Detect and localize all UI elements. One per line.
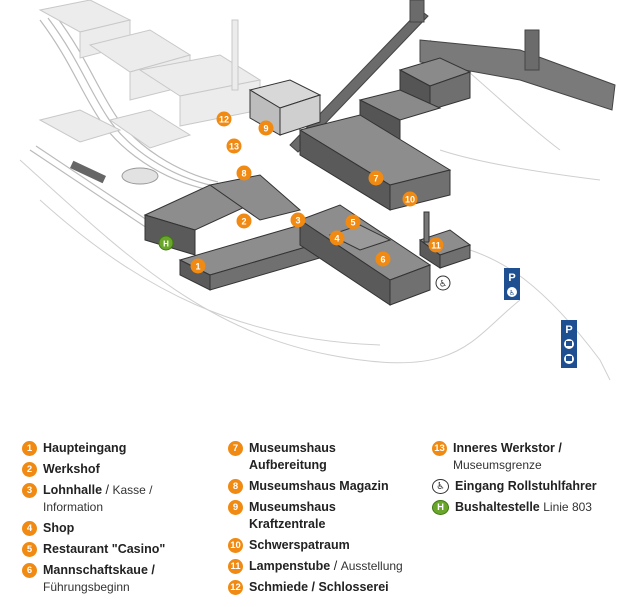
number-badge: 2 <box>22 462 37 477</box>
terrain-lines <box>19 39 611 381</box>
legend-label: Haupteingang <box>43 441 127 455</box>
legend-item: 2 Werkshof <box>22 461 165 478</box>
number-badge: 9 <box>228 500 243 515</box>
svg-text:H: H <box>163 240 169 249</box>
number-badge: 7 <box>228 441 243 456</box>
legend-item: 6 Mannschaftskaue / Führungsbeginn <box>22 562 165 596</box>
legend-item: 3 Lohnhalle / Kasse /Information <box>22 482 165 516</box>
map-marker[interactable]: 9 <box>258 120 274 136</box>
legend-item: 12 Schmiede / Schlosserei <box>228 579 403 596</box>
map-markers: 1 2 3 4 5 6 8 9 10 11 12 13 7 <box>190 111 444 274</box>
wheelchair-icon: ♿ <box>432 479 449 494</box>
legend-label: Lampenstube <box>249 559 331 573</box>
map-marker[interactable]: 7 <box>368 170 384 186</box>
svg-text:♿: ♿ <box>439 280 447 290</box>
map-marker[interactable]: 13 <box>226 138 242 154</box>
map-marker[interactable]: 3 <box>290 212 306 228</box>
turntable <box>121 167 159 185</box>
map-marker[interactable]: 12 <box>216 111 232 127</box>
svg-text:P: P <box>508 272 515 284</box>
svg-text:P: P <box>565 324 572 336</box>
number-badge: 13 <box>432 441 447 456</box>
number-badge: 6 <box>22 563 37 578</box>
legend-label: Mannschaftskaue / <box>43 563 155 577</box>
svg-text:8: 8 <box>241 169 246 179</box>
number-badge: 12 <box>228 580 243 595</box>
legend-label: Aufbereitung <box>249 458 327 472</box>
legend-label: Museumshaus Magazin <box>249 479 389 493</box>
svg-text:2: 2 <box>241 217 246 227</box>
legend-label: Museumshaus <box>249 500 336 514</box>
map-marker[interactable]: 11 <box>428 237 444 253</box>
map-marker[interactable]: 4 <box>329 230 345 246</box>
legend-item: 1 Haupteingang <box>22 440 165 457</box>
rail-car <box>69 160 107 184</box>
legend-label: Eingang Rollstuhlfahrer <box>455 479 597 493</box>
main-buildings <box>143 57 472 306</box>
number-badge: 8 <box>228 479 243 494</box>
legend-column-1: 1 Haupteingang 2 Werkshof 3 Lohnhalle / … <box>22 440 165 600</box>
bus-stop-icon: H <box>432 500 449 515</box>
map-marker[interactable]: 2 <box>236 213 252 229</box>
conveyor-bridge <box>289 0 616 153</box>
map-marker[interactable]: 1 <box>190 258 206 274</box>
legend-label: Schmiede / Schlosserei <box>249 580 389 594</box>
legend-item: 10 Schwerspatraum <box>228 537 403 554</box>
legend-item: 5 Restaurant "Casino" <box>22 541 165 558</box>
legend-column-3: 13 Inneres Werkstor / Museumsgrenze ♿ Ein… <box>432 440 597 520</box>
legend-item: ♿ Eingang Rollstuhlfahrer <box>432 478 597 495</box>
legend-label: Schwerspatraum <box>249 538 350 552</box>
legend-label: Inneres Werkstor / <box>453 441 562 455</box>
map-marker[interactable]: 8 <box>236 165 252 181</box>
map-wheelchair-icon: ♿ <box>435 275 451 291</box>
legend-item: 8 Museumshaus Magazin <box>228 478 403 495</box>
legend-sublabel: Linie 803 <box>543 500 592 514</box>
legend-label: Shop <box>43 521 75 535</box>
legend-label: Restaurant "Casino" <box>43 542 166 556</box>
map-marker[interactable]: 10 <box>402 191 418 207</box>
legend-sublabel: Führungsbeginn <box>43 580 130 594</box>
number-badge: 11 <box>228 559 243 574</box>
legend-item: 13 Inneres Werkstor / Museumsgrenze <box>432 440 597 474</box>
number-badge: 1 <box>22 441 37 456</box>
legend-item: H Bushaltestelle Linie 803 <box>432 499 597 516</box>
svg-text:4: 4 <box>334 234 339 244</box>
legend-label: Museumshaus <box>249 441 336 455</box>
svg-text:3: 3 <box>295 216 300 226</box>
legend-label: Kraftzentrale <box>249 517 326 531</box>
site-map: 1 2 3 4 5 6 8 9 10 11 12 13 7 H ♿ P ♿ P <box>19 0 616 381</box>
legend-label: Bushaltestelle <box>455 500 540 514</box>
map-marker[interactable]: 5 <box>345 214 361 230</box>
legend-label: Werkshof <box>43 462 100 476</box>
svg-text:5: 5 <box>350 218 355 228</box>
background-buildings <box>38 0 262 149</box>
svg-text:6: 6 <box>380 255 385 265</box>
number-badge: 4 <box>22 521 37 536</box>
svg-text:10: 10 <box>405 195 415 205</box>
legend-item: 11 Lampenstube / Ausstellung <box>228 558 403 575</box>
svg-text:11: 11 <box>431 241 441 251</box>
parking-sign-2: P <box>561 320 577 368</box>
svg-text:1: 1 <box>195 262 200 272</box>
svg-text:7: 7 <box>373 174 378 184</box>
svg-text:♿: ♿ <box>509 289 515 297</box>
legend-sublabel: Museumsgrenze <box>453 458 542 472</box>
legend-sublabel: Information <box>43 500 104 514</box>
number-badge: 10 <box>228 538 243 553</box>
number-badge: 3 <box>22 483 37 498</box>
map-bus-stop: H <box>158 235 174 251</box>
svg-text:12: 12 <box>219 115 229 125</box>
parking-sign-1: P ♿ <box>504 268 520 300</box>
legend-sublabel: Kasse / <box>112 483 153 497</box>
svg-text:13: 13 <box>229 142 239 152</box>
map-marker[interactable]: 6 <box>375 251 391 267</box>
number-badge: 5 <box>22 542 37 557</box>
legend-item: 4 Shop <box>22 520 165 537</box>
legend-sublabel: Ausstellung <box>340 559 403 573</box>
svg-text:9: 9 <box>263 124 268 134</box>
legend-label: Lohnhalle <box>43 483 103 497</box>
